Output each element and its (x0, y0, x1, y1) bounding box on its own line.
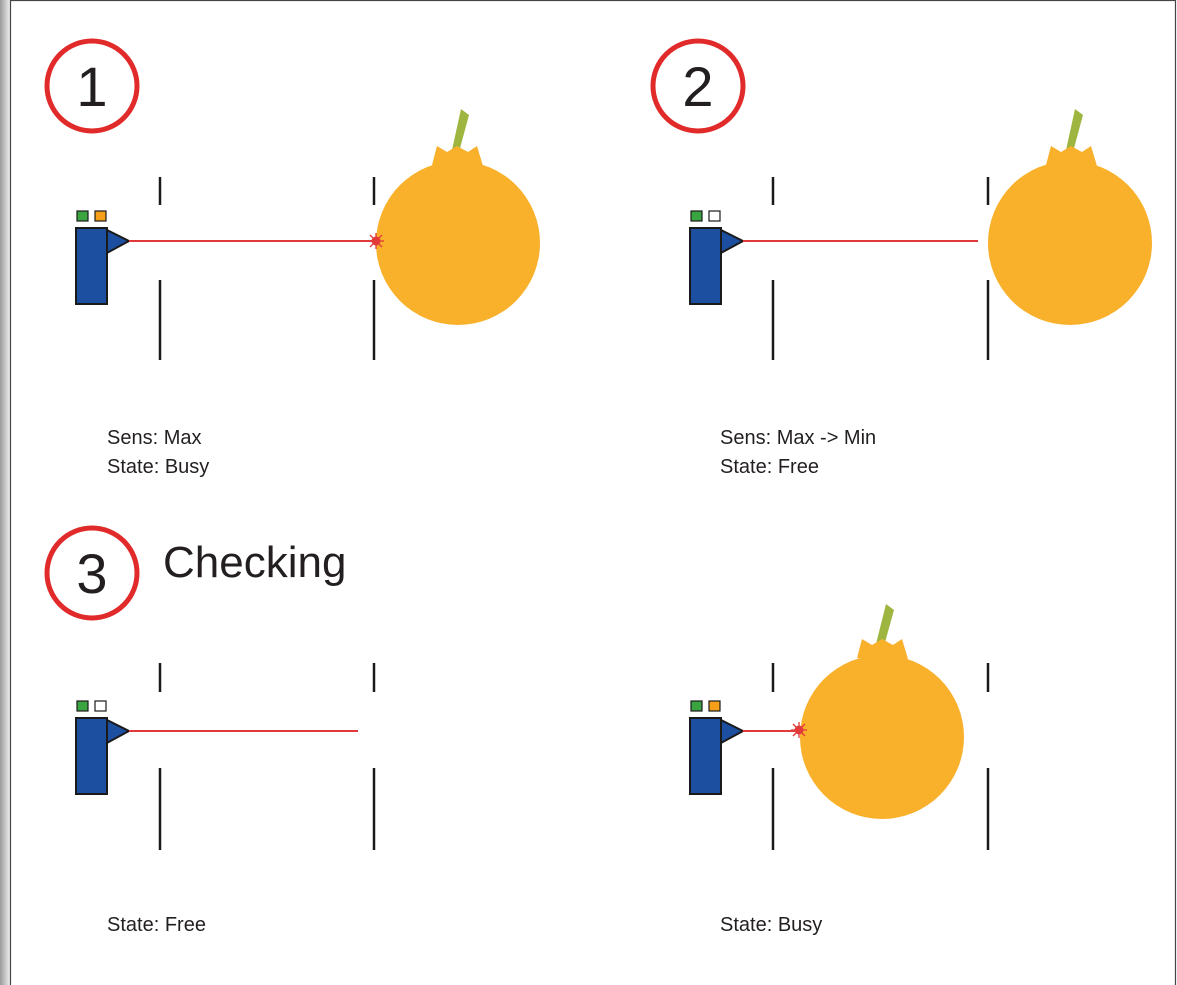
fruit-body (800, 655, 964, 819)
caption-state: State: Free (720, 456, 819, 478)
step-number: 3 (76, 542, 107, 605)
status-led-green (690, 210, 703, 222)
step-badge-2: 2 (650, 38, 746, 134)
fruit-stem (452, 109, 469, 152)
fruit-calyx (432, 146, 483, 166)
status-led-green (690, 700, 703, 712)
gate-posts (158, 177, 376, 360)
page-frame (9, 0, 1177, 985)
caption-state: State: Busy (107, 456, 209, 478)
fruit-target (800, 604, 964, 819)
page-shadow (0, 0, 12, 985)
fruit-stem (1066, 109, 1083, 152)
fruit-target (988, 109, 1152, 325)
status-led-green (76, 700, 89, 712)
scene-title: Checking (163, 538, 346, 587)
status-led-2 (94, 700, 107, 712)
step-ring (44, 38, 140, 134)
gate-posts (771, 177, 990, 360)
scene-3: 3 Checking State: Free (44, 525, 376, 936)
beam-hit-spark (368, 233, 384, 249)
scene-1: 1 Sens: Max State: Busy (44, 38, 540, 478)
scene-2: 2 Sens: Max -> Min State: Free (650, 38, 1152, 478)
status-led-2 (708, 210, 721, 222)
caption-state: State: Free (107, 914, 206, 936)
status-led-green (76, 210, 89, 222)
sensor-emitter (720, 228, 746, 255)
step-ring (650, 38, 746, 134)
fruit-body (376, 161, 540, 325)
caption-sensitivity: Sens: Max (107, 427, 201, 449)
scene-4: State: Busy (689, 604, 990, 936)
step-number: 2 (682, 55, 713, 118)
fruit-body (988, 161, 1152, 325)
sensor (689, 210, 746, 305)
fruit-calyx (857, 639, 908, 659)
sensor-body (75, 227, 108, 305)
sensor-emitter (720, 718, 746, 745)
sensor-emitter (106, 228, 132, 255)
step-badge-1: 1 (44, 38, 140, 134)
step-ring (44, 525, 140, 621)
sensor-emitter (106, 718, 132, 745)
caption-sensitivity: Sens: Max -> Min (720, 427, 876, 449)
fruit-calyx (1046, 146, 1097, 166)
sensor (689, 700, 746, 795)
sensor (75, 700, 132, 795)
step-badge-3: 3 (44, 525, 140, 621)
gate-posts (771, 663, 990, 850)
fruit-target (376, 109, 540, 325)
beam-hit-spark (791, 722, 807, 738)
status-led-2 (708, 700, 721, 712)
status-led-2 (94, 210, 107, 222)
sensor-body (689, 227, 722, 305)
sensor (75, 210, 132, 305)
sensor-body (689, 717, 722, 795)
step-number: 1 (76, 55, 107, 118)
sensor-body (75, 717, 108, 795)
gate-posts (158, 663, 376, 850)
fruit-stem (876, 604, 894, 646)
caption-state: State: Busy (720, 914, 822, 936)
